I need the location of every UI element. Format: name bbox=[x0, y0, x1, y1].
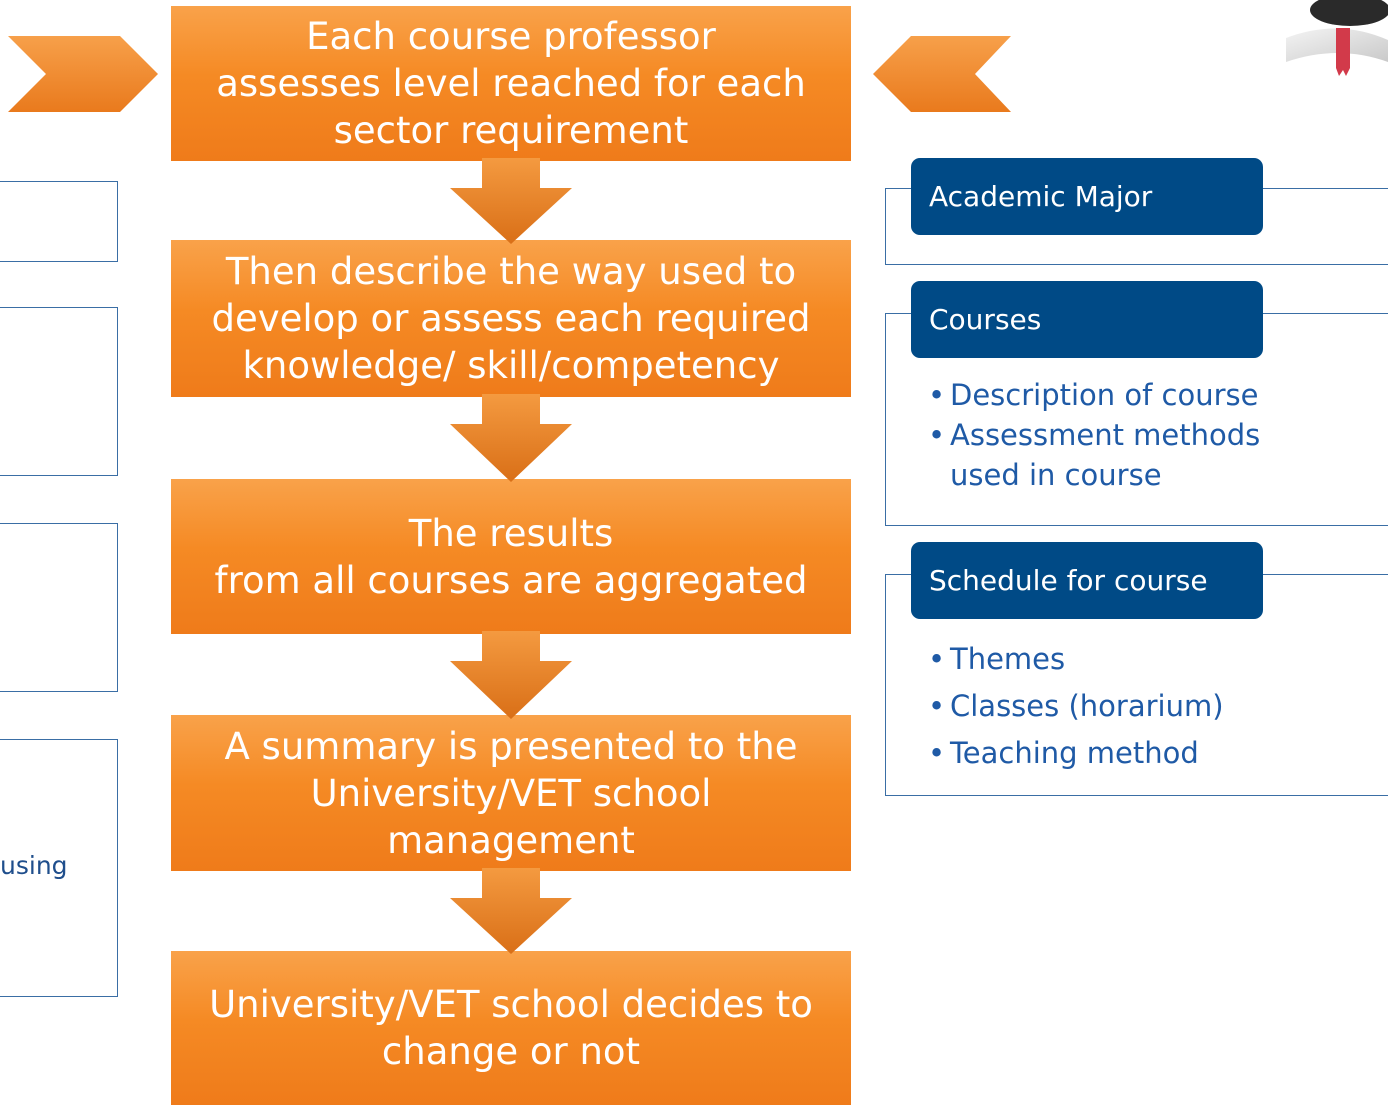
list-item: Teaching method bbox=[928, 730, 1224, 777]
process-step-3: The results from all courses are aggrega… bbox=[171, 479, 851, 634]
left-panel-3 bbox=[0, 523, 118, 692]
left-panel-text: using bbox=[0, 851, 68, 880]
down-arrow-icon bbox=[450, 158, 572, 244]
list-item: Description of course bbox=[928, 375, 1260, 415]
left-panel-2 bbox=[0, 307, 118, 476]
down-arrow-icon bbox=[450, 631, 572, 719]
process-step-4: A summary is presented to the University… bbox=[171, 715, 851, 871]
schedule-title: Schedule for course bbox=[911, 542, 1263, 619]
down-arrow-icon bbox=[450, 868, 572, 954]
chevron-right-icon bbox=[8, 36, 158, 112]
down-arrow-icon bbox=[450, 394, 572, 482]
courses-list: Description of course Assessment methods… bbox=[928, 375, 1260, 495]
process-step-2: Then describe the way used to develop or… bbox=[171, 240, 851, 397]
diploma-image bbox=[1278, 0, 1388, 80]
list-item: Assessment methods used in course bbox=[928, 415, 1260, 495]
courses-title: Courses bbox=[911, 281, 1263, 358]
list-item: Classes (horarium) bbox=[928, 683, 1224, 730]
list-item: Themes bbox=[928, 636, 1224, 683]
academic-major-title: Academic Major bbox=[911, 158, 1263, 235]
process-step-1: Each course professor assesses level rea… bbox=[171, 6, 851, 161]
schedule-list: Themes Classes (horarium) Teaching metho… bbox=[928, 636, 1224, 777]
process-step-5: University/VET school decides to change … bbox=[171, 951, 851, 1105]
left-panel-4 bbox=[0, 739, 118, 997]
chevron-left-icon bbox=[873, 36, 1011, 112]
left-panel-1 bbox=[0, 181, 118, 262]
